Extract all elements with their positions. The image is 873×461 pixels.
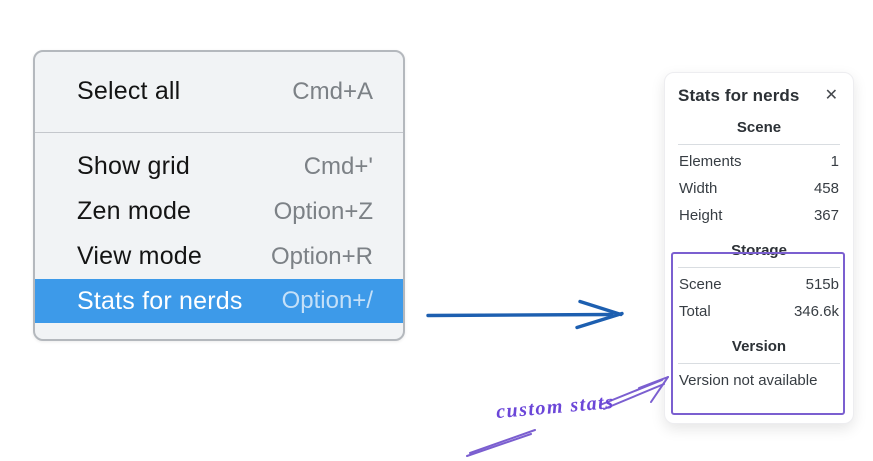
stat-value: 458 bbox=[813, 179, 839, 197]
section-heading: Scene bbox=[736, 119, 782, 136]
menu-item-zen-mode[interactable]: Zen mode Option+Z bbox=[35, 189, 403, 234]
menu-item-select-all[interactable]: Select all Cmd+A bbox=[35, 69, 403, 114]
stat-value: 515b bbox=[805, 275, 839, 293]
section-scene: Scene Elements 1 Width 458 Height 367 bbox=[678, 119, 840, 229]
menu-item-shortcut: Option+Z bbox=[273, 197, 373, 225]
close-icon[interactable]: ✕ bbox=[824, 87, 838, 104]
stat-row: Height 367 bbox=[678, 202, 840, 229]
menu-item-shortcut: Option+/ bbox=[281, 287, 373, 314]
stat-value: 367 bbox=[813, 206, 839, 224]
stats-panel-title: Stats for nerds bbox=[678, 86, 800, 105]
stat-row: Scene 515b bbox=[678, 271, 840, 298]
menu-item-show-grid[interactable]: Show grid Cmd+' bbox=[35, 144, 403, 189]
menu-separator bbox=[35, 132, 403, 133]
menu-group-top: Select all Cmd+A bbox=[35, 52, 403, 132]
stat-row: Total 346.6k bbox=[678, 298, 840, 325]
section-divider bbox=[678, 144, 840, 145]
stat-label: Elements bbox=[679, 152, 742, 170]
section-heading: Storage bbox=[731, 242, 787, 259]
menu-item-label: Show grid bbox=[77, 152, 190, 180]
section-storage: Storage Scene 515b Total 346.6k bbox=[678, 242, 840, 325]
version-status-text: Version not available bbox=[679, 372, 818, 389]
menu-item-view-mode[interactable]: View mode Option+R bbox=[35, 234, 403, 279]
stat-label: Height bbox=[679, 206, 723, 224]
section-version: Version Version not available bbox=[678, 338, 840, 390]
stat-value: 1 bbox=[830, 152, 839, 170]
menu-item-shortcut: Cmd+A bbox=[292, 77, 373, 105]
menu-item-label: Stats for nerds bbox=[77, 286, 243, 315]
stat-row: Width 458 bbox=[678, 175, 840, 202]
menu-item-shortcut: Cmd+' bbox=[303, 152, 373, 180]
section-divider bbox=[678, 363, 840, 364]
menu-item-shortcut: Option+R bbox=[270, 242, 373, 270]
stat-label: Width bbox=[679, 179, 718, 197]
menu-group-bottom: Show grid Cmd+' Zen mode Option+Z View m… bbox=[35, 133, 403, 339]
menu-item-label: View mode bbox=[77, 242, 203, 270]
stat-row: Elements 1 bbox=[678, 148, 840, 175]
menu-item-stats-for-nerds[interactable]: Stats for nerds Option+/ bbox=[35, 279, 403, 323]
stat-value: 346.6k bbox=[793, 302, 839, 320]
stat-label: Scene bbox=[679, 275, 722, 293]
context-menu: Select all Cmd+A Show grid Cmd+' Zen mod… bbox=[33, 50, 405, 341]
menu-to-panel-arrow bbox=[426, 299, 624, 330]
stats-panel-header: Stats for nerds ✕ bbox=[678, 86, 840, 106]
stats-panel: Stats for nerds ✕ Scene Elements 1 Width… bbox=[664, 72, 854, 424]
stat-label: Total bbox=[679, 302, 711, 320]
menu-item-label: Zen mode bbox=[77, 197, 192, 225]
custom-stats-annotation-arrow bbox=[466, 376, 669, 457]
section-divider bbox=[678, 267, 840, 268]
section-heading: Version bbox=[731, 338, 787, 355]
menu-item-label: Select all bbox=[77, 77, 181, 105]
